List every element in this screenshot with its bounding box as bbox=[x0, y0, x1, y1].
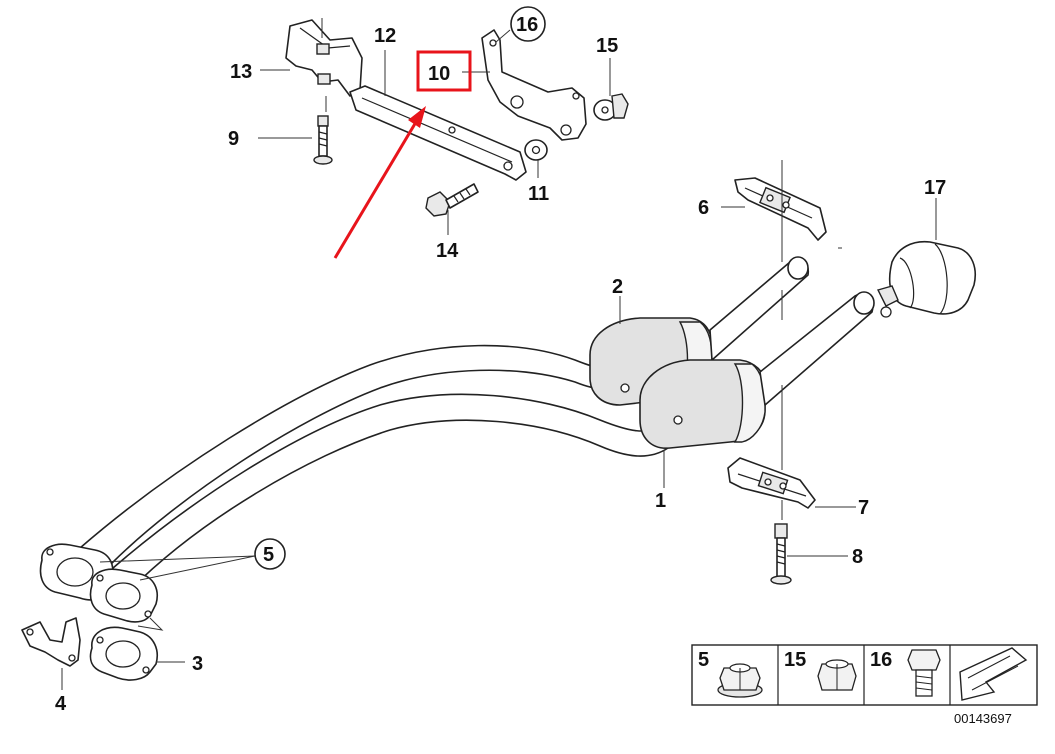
pipe-clamp-lower bbox=[727, 457, 816, 509]
label-3: 3 bbox=[192, 653, 203, 675]
strap-bolt-head bbox=[425, 191, 451, 217]
support-bracket bbox=[21, 617, 81, 667]
hex-bolt-icon bbox=[907, 649, 941, 697]
support-bracket-hole bbox=[26, 628, 34, 636]
label-2: 2 bbox=[612, 276, 623, 298]
inlet-flange-front bbox=[89, 568, 158, 623]
label-7: 7 bbox=[858, 497, 869, 519]
mounting-plate-hole bbox=[510, 95, 524, 109]
sleeve-clamp-bolt bbox=[880, 306, 892, 318]
inlet-flange-rear-port bbox=[56, 557, 94, 587]
flange-gasket bbox=[89, 626, 158, 681]
clamp-bolt-head bbox=[774, 523, 788, 539]
inlet-flange-front-bolt-hole bbox=[96, 574, 104, 582]
mounting-plate-hole bbox=[560, 124, 572, 136]
front-cat-sensor-boss bbox=[673, 415, 683, 425]
washer bbox=[524, 139, 548, 161]
hex-nut-flange-icon bbox=[717, 663, 763, 698]
mount-bolt-head bbox=[317, 115, 329, 127]
reference-box: 5 15 16 bbox=[691, 644, 1038, 706]
front-pipe-assembly bbox=[39, 256, 875, 623]
label-11: 11 bbox=[528, 183, 549, 205]
mount-bolt bbox=[313, 115, 333, 165]
pipe-clamp-lower-hole bbox=[764, 478, 772, 486]
sleeve-clamp-nut bbox=[876, 285, 899, 307]
reference-item-number: 15 bbox=[784, 649, 806, 671]
label-12: 12 bbox=[374, 25, 396, 47]
document-id: 00143697 bbox=[954, 711, 1012, 726]
support-strap-hole bbox=[448, 126, 456, 134]
mounting-plate-hole bbox=[489, 39, 497, 47]
label-15: 15 bbox=[596, 35, 618, 57]
rear-cat-sensor-boss bbox=[620, 383, 630, 393]
label-5-circled: 5 bbox=[254, 538, 286, 570]
label-1: 1 bbox=[655, 490, 666, 512]
mounting-plate-hole bbox=[572, 92, 580, 100]
label-16-circled: 16 bbox=[510, 6, 546, 42]
label-17: 17 bbox=[924, 177, 946, 199]
arrow-icon bbox=[959, 647, 1028, 701]
pipe-clamp-upper bbox=[734, 177, 827, 241]
label-14: 14 bbox=[436, 240, 459, 262]
inlet-flange-front-port bbox=[105, 582, 141, 610]
rubber-mount-saddle bbox=[285, 19, 363, 97]
label-5: 5 bbox=[263, 544, 274, 566]
support-bracket-hole bbox=[68, 654, 76, 662]
inlet-flange-rear-bolt-hole bbox=[46, 548, 54, 556]
label-10: 10 bbox=[428, 63, 450, 85]
label-8: 8 bbox=[852, 546, 863, 568]
leader-lines bbox=[61, 18, 937, 690]
highlight-box bbox=[416, 50, 472, 92]
flange-gasket-bolt-hole bbox=[142, 666, 150, 674]
sleeve-clamp bbox=[876, 240, 976, 318]
rear-tailpipe-end bbox=[787, 256, 809, 280]
support-strap bbox=[349, 85, 527, 181]
strap-bolt bbox=[425, 183, 479, 217]
reference-item-number: 16 bbox=[870, 649, 892, 671]
flange-gasket-bolt-hole bbox=[96, 636, 104, 644]
label-13: 13 bbox=[230, 61, 252, 83]
reference-item-number: 5 bbox=[698, 649, 709, 671]
label-16: 16 bbox=[516, 14, 538, 36]
inlet-flange-front-bolt-hole bbox=[144, 610, 152, 618]
pipe-clamp-upper-hole bbox=[782, 201, 790, 209]
support-strap-hole bbox=[503, 161, 513, 171]
pipe-clamp-upper-hole bbox=[766, 194, 774, 202]
callout-arrow bbox=[333, 106, 426, 259]
label-9: 9 bbox=[228, 128, 239, 150]
flange-gasket-port bbox=[105, 640, 141, 668]
front-tailpipe-end bbox=[853, 291, 875, 315]
part-labels: 1 2 3 4 5 6 7 8 9 10 11 12 13 14 15 16 1… bbox=[55, 6, 946, 715]
clamp-bolt bbox=[770, 523, 792, 585]
mount-bolt-flange bbox=[313, 155, 333, 165]
rubber-mount-saddle-nut bbox=[316, 43, 330, 55]
label-4: 4 bbox=[55, 693, 67, 715]
clamp-bolt-flange bbox=[770, 575, 792, 585]
hex-nut-part bbox=[593, 93, 629, 121]
pipe-clamp-lower-hole bbox=[779, 482, 787, 490]
label-6: 6 bbox=[698, 197, 709, 219]
mounting-plate bbox=[481, 29, 587, 141]
rubber-mount-saddle-nut bbox=[317, 73, 331, 85]
hex-nut-icon bbox=[817, 659, 857, 691]
